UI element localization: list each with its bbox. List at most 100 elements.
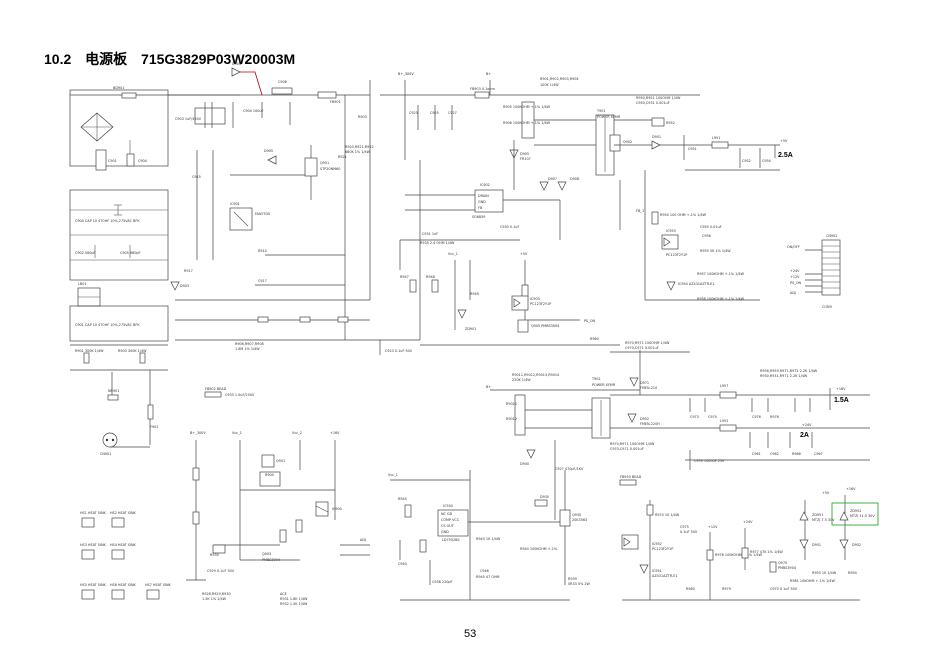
svg-text:PC123F2Y1P: PC123F2Y1P bbox=[666, 253, 687, 257]
svg-text:R980: R980 bbox=[686, 587, 695, 591]
svg-text:C927: C927 bbox=[448, 111, 457, 115]
ic952-label: IC952 bbox=[652, 542, 662, 546]
ic902-chip bbox=[474, 189, 504, 213]
svg-text:D952: D952 bbox=[640, 417, 649, 421]
svg-text:C915: C915 bbox=[192, 175, 201, 179]
output-stage-lower: R970,R971 100OHM 1/4W C970,C971 0.001uF … bbox=[610, 341, 870, 470]
ac-input-section: BD901 C904 C901 C904 CAP 10 470HF 10%,27… bbox=[69, 86, 240, 456]
svg-text:HS2 HEAT SINK: HS2 HEAT SINK bbox=[110, 511, 137, 515]
svg-text:C906: C906 bbox=[278, 80, 287, 84]
svg-text:R950,R951 100OHM 1/4W: R950,R951 100OHM 1/4W bbox=[636, 96, 681, 100]
svg-text:R905 100KOHM +-1% 1/4W: R905 100KOHM +-1% 1/4W bbox=[503, 105, 551, 109]
svg-text:R952: R952 bbox=[666, 121, 675, 125]
note-100k: 100K 1/4W bbox=[540, 83, 559, 87]
svg-text:Q903: Q903 bbox=[262, 552, 271, 556]
svg-text:Q970: Q970 bbox=[778, 561, 787, 565]
net-ps-on: PS_ON bbox=[584, 319, 596, 323]
net-12v: +12V bbox=[708, 525, 718, 529]
svg-text:R977 47K 1% 1/4W: R977 47K 1% 1/4W bbox=[750, 550, 783, 554]
svg-text:C974: C974 bbox=[708, 415, 717, 419]
svg-text:FB: FB bbox=[478, 206, 483, 210]
svg-text:HS7 HEAT SINK: HS7 HEAT SINK bbox=[145, 583, 172, 587]
nr901-label: NR901 bbox=[108, 389, 119, 393]
svg-text:ACE: ACE bbox=[280, 592, 287, 596]
note-r970: R970,R971 100OHM 1/4W bbox=[625, 341, 670, 345]
d952-label: D952 bbox=[852, 543, 861, 547]
cn902-connector: CN902 ON/OFF +24V +12V PS_ON ADJ CON9 bbox=[787, 234, 841, 309]
note-c970: C970,C971 0.001uF bbox=[625, 346, 659, 350]
svg-text:R954 100 OHM +-1% 1/4W: R954 100 OHM +-1% 1/4W bbox=[660, 213, 707, 217]
t902-label: T902 bbox=[591, 377, 601, 381]
ic901-label: IC901 bbox=[230, 202, 240, 206]
svg-text:COMP VCC: COMP VCC bbox=[441, 518, 460, 522]
svg-text:R979: R979 bbox=[722, 587, 731, 591]
svg-text:R9012: R9012 bbox=[506, 417, 517, 421]
svg-text:DRAIN: DRAIN bbox=[478, 194, 489, 198]
svg-text:1.8M 1% 1/4W: 1.8M 1% 1/4W bbox=[235, 347, 260, 351]
svg-text:C962: C962 bbox=[770, 452, 779, 456]
board-code: 715G3829P03W20003M bbox=[141, 51, 296, 67]
svg-text:C923: C923 bbox=[409, 111, 418, 115]
net-on-off: ON/OFF bbox=[787, 245, 800, 249]
fb901-label: FB901 bbox=[330, 100, 341, 104]
cn902-label: CN902 bbox=[826, 234, 837, 238]
svg-text:R955 5K 1% 1/4W: R955 5K 1% 1/4W bbox=[700, 249, 731, 253]
zd952-label: ZD952 bbox=[850, 509, 861, 513]
page-number: 53 bbox=[464, 628, 477, 640]
svg-text:C946: C946 bbox=[480, 569, 489, 573]
svg-text:R930: R930 bbox=[210, 553, 219, 557]
net-vcc2: Vcc_2 bbox=[292, 431, 302, 435]
net-b300v-2: B+_300V bbox=[190, 431, 206, 435]
svg-text:C973: C973 bbox=[690, 415, 699, 419]
svg-text:MTZJ 7.5 30V: MTZJ 7.5 30V bbox=[812, 518, 835, 522]
ground-network bbox=[175, 160, 641, 601]
feedback-lower: R974 1K 1/4W IC952 PC123F2Y1P IC951 AZ43… bbox=[621, 487, 879, 601]
svg-text:MTZJ 11.5 30V: MTZJ 11.5 30V bbox=[850, 514, 875, 518]
svg-text:D908: D908 bbox=[570, 177, 579, 181]
svg-text:IC904: IC904 bbox=[332, 507, 342, 511]
svg-text:R932 1.5K 1/4W: R932 1.5K 1/4W bbox=[280, 602, 308, 606]
svg-text:POWER XFMR: POWER XFMR bbox=[597, 115, 621, 119]
svg-text:C901 CAP 10 470HF 10%,275VAC: C901 CAP 10 470HF 10%,275VAC BFK bbox=[75, 323, 140, 327]
svg-text:R906 100KOHM +-1% 1/4W: R906 100KOHM +-1% 1/4W bbox=[503, 121, 551, 125]
svg-text:C938 220pF: C938 220pF bbox=[432, 580, 453, 584]
secondary-converter: R9011,R9012,R9013,R9014 220K 1/4W B+ T90… bbox=[388, 373, 642, 600]
svg-text:C954: C954 bbox=[762, 159, 771, 163]
svg-text:R957 100KOHM +-1% 1/4W: R957 100KOHM +-1% 1/4W bbox=[697, 272, 745, 276]
net-ps-on-2: PS_ON bbox=[790, 281, 802, 285]
note-r901: R901,R902,R903,R904 bbox=[540, 77, 579, 81]
svg-text:C976: C976 bbox=[752, 415, 761, 419]
svg-text:C975: C975 bbox=[680, 525, 689, 529]
svg-text:C955 0.01uF: C955 0.01uF bbox=[700, 225, 722, 229]
net-5v-a: +5V bbox=[520, 252, 528, 256]
svg-text:C951: C951 bbox=[688, 147, 697, 151]
svg-text:NC GD: NC GD bbox=[441, 512, 453, 516]
ps-on-section: Vcc_1 +5V R947 R948 R949 IC903 PC123F2Y1… bbox=[400, 252, 620, 346]
svg-text:GND: GND bbox=[478, 200, 486, 204]
svg-text:FB_1: FB_1 bbox=[636, 209, 644, 213]
svg-text:R9011,R9012,R9013,R9014: R9011,R9012,R9013,R9014 bbox=[512, 373, 559, 377]
output-current-low: 2A bbox=[800, 432, 809, 439]
svg-text:GND: GND bbox=[441, 530, 449, 534]
svg-text:FMEN-210: FMEN-210 bbox=[640, 386, 657, 390]
section-number: 10.2 bbox=[44, 51, 72, 67]
svg-text:R910: R910 bbox=[258, 249, 267, 253]
svg-text:R974 1K 1/4W: R974 1K 1/4W bbox=[655, 513, 680, 517]
main-converter-section: B+_300V B+ FB903 0.1ohm C923 C925 C927 R… bbox=[380, 72, 700, 270]
svg-text:C950,C951 0.001uF: C950,C951 0.001uF bbox=[636, 101, 670, 105]
net-16v-c: +16V bbox=[846, 487, 856, 491]
svg-text:LB01: LB01 bbox=[78, 282, 87, 286]
svg-text:R949: R949 bbox=[470, 292, 479, 296]
net-5v-b: +5V bbox=[780, 139, 788, 143]
svg-text:IC953: IC953 bbox=[666, 229, 676, 233]
svg-text:C903 1uF/450V: C903 1uF/450V bbox=[175, 117, 202, 121]
output-current-mid: 1.5A bbox=[834, 397, 849, 404]
svg-text:C902 580pF: C902 580pF bbox=[75, 251, 96, 255]
svg-text:D904: D904 bbox=[232, 62, 241, 66]
svg-text:R906,R907,R908: R906,R907,R908 bbox=[235, 342, 264, 346]
svg-text:R945 47 OHM: R945 47 OHM bbox=[476, 575, 500, 579]
svg-text:R966: R966 bbox=[792, 452, 801, 456]
svg-text:IC903: IC903 bbox=[530, 297, 540, 301]
svg-text:PC123F2Y1P: PC123F2Y1P bbox=[530, 302, 551, 306]
